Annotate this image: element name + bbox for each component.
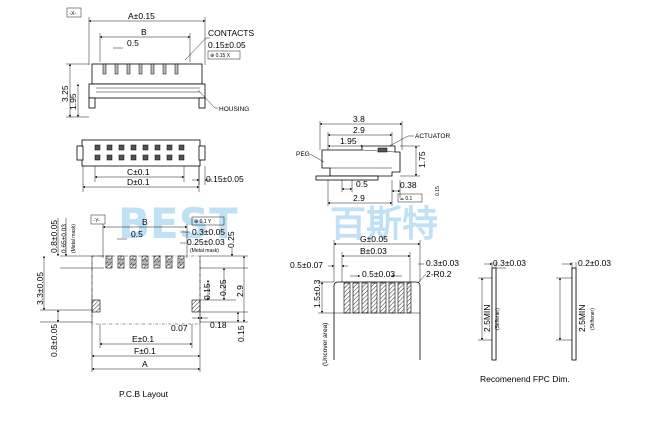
fpc-g: G±0.05 bbox=[360, 234, 388, 244]
pcb-r-018: 0.18 bbox=[210, 320, 227, 330]
pcb-dim-a: A bbox=[142, 359, 148, 369]
pcb-peg-pad-left bbox=[91, 299, 101, 313]
fpc-side-02: 0.2±0.03 bbox=[578, 258, 611, 268]
datum-y-label: -Y- bbox=[94, 218, 101, 224]
fpc-stiff-2: 2.5MIN bbox=[577, 305, 587, 332]
pcb-gdt-y: ⊕ 0.1 Y bbox=[194, 219, 212, 225]
fpc-uncover-dim: 1.5±0.3 bbox=[312, 279, 322, 308]
gdt-x: ⊕ 0.15 X bbox=[210, 53, 231, 59]
height-195: 1.95 bbox=[68, 93, 78, 110]
connector-body-bottom bbox=[81, 139, 201, 167]
pcb-r-015: 0.15 bbox=[202, 283, 212, 300]
bottom-contacts-top bbox=[94, 144, 185, 151]
peg-label: PEG bbox=[296, 151, 310, 158]
pcb-dim-b: B bbox=[142, 217, 148, 227]
side-w-29: 2.9 bbox=[353, 125, 365, 135]
fpc-pitch: 0.5±0.03 bbox=[362, 269, 395, 279]
side-w-38: 3.8 bbox=[353, 114, 365, 124]
pcb-tol-03: 0.3±0.05 bbox=[192, 227, 225, 237]
actuator-label: ACTUATOR bbox=[415, 133, 450, 140]
bottom-view: C±0.1 D±0.1 0.15±0.05 bbox=[76, 139, 244, 192]
pcb-caption: P.C.B Layout bbox=[119, 389, 169, 399]
fpc-stiff-1: 2.5MIN bbox=[482, 305, 492, 332]
pcb-pitch: 0.5 bbox=[131, 229, 143, 239]
fpc-stiffener-2 bbox=[571, 267, 577, 361]
side-d-05: 0.5 bbox=[356, 179, 368, 189]
gdt-x-frame bbox=[207, 50, 241, 60]
front-contacts bbox=[102, 63, 179, 75]
side-view: 3.8 2.9 1.95 ACTUATOR PEG 1.75 0.15 0.5 bbox=[296, 114, 450, 206]
pcb-metal-mask-2: (Metal mask) bbox=[71, 224, 77, 253]
side-small-015: 0.15 bbox=[435, 186, 441, 196]
pcb-inner-pads bbox=[107, 258, 183, 266]
datum-y-box bbox=[90, 214, 106, 225]
pcb-left-08: 0.8±0.05 bbox=[49, 220, 59, 253]
side-h-175: 1.75 bbox=[417, 151, 427, 168]
fpc-fingers bbox=[343, 282, 412, 314]
pcb-layout: -Y- B ⊕ 0.1 Y 0.3±0.05 0.5 0.25±0.03 (Me… bbox=[35, 214, 248, 399]
dim-b: B bbox=[141, 27, 147, 37]
side-gdt-flat: ⌓ 0.1 bbox=[400, 196, 413, 202]
pcb-r-015b: 0.15 bbox=[236, 325, 246, 342]
dim-d: D±0.1 bbox=[127, 177, 150, 187]
pcb-dim-f: F±0.1 bbox=[134, 346, 156, 356]
pcb-r-007: 0.07 bbox=[171, 323, 188, 333]
side-d-29b: 2.9 bbox=[353, 193, 365, 203]
watermark-cjk: 百斯特 bbox=[330, 204, 438, 245]
fpc-stiff-2-note: (Stiffener) bbox=[590, 308, 596, 330]
connector-body-front bbox=[91, 63, 203, 85]
fpc-stiffener-1 bbox=[491, 267, 497, 361]
dim-c: C±0.1 bbox=[127, 167, 150, 177]
side-w-195: 1.95 bbox=[340, 136, 357, 146]
side-d-038: 0.38 bbox=[400, 180, 417, 190]
fpc-right-03: 0.3±0.03 bbox=[426, 258, 459, 268]
tol-015-bottom: 0.15±0.05 bbox=[206, 174, 244, 184]
pcb-metal-mask-1: (Metal mask) bbox=[190, 248, 219, 254]
pcb-peg-pad-right bbox=[191, 299, 201, 313]
pcb-r-025a: 0.25 bbox=[226, 231, 236, 248]
fpc-stiff-1-note: (Stiffener) bbox=[495, 308, 501, 330]
pcb-dim-e: E±0.1 bbox=[132, 334, 154, 344]
pcb-left-065: 0.65±0.03 bbox=[61, 224, 68, 253]
fpc-caption: Recomenend FPC Dim. bbox=[480, 374, 570, 384]
pcb-left-33: 3.3±0.05 bbox=[35, 272, 45, 305]
top-front-view: -X- A±0.15 B 0.5 CONTACTS 0.15±0.05 ⊕ 0.… bbox=[60, 7, 254, 118]
gdt-flat-frame bbox=[397, 193, 423, 203]
pcb-left-08b: 0.8±0.05 bbox=[49, 324, 59, 357]
dim-a: A±0.15 bbox=[128, 11, 155, 21]
pcb-r-025b: 0.25 bbox=[218, 279, 228, 296]
fpc-radius: 2-R0.2 bbox=[426, 269, 452, 279]
datum-x-label: -X- bbox=[70, 11, 77, 17]
fpc-dimension: G±0.05 B±0.03 0.5±0.07 0.5±0.03 0.3±0.03… bbox=[290, 234, 611, 384]
fpc-side-03: 0.3±0.03 bbox=[493, 258, 526, 268]
gdt-y-frame bbox=[191, 216, 225, 226]
fpc-uncover-label: (Uncover area) bbox=[322, 323, 329, 366]
pcb-r-29: 2.9 bbox=[235, 285, 245, 297]
fpc-b: B±0.03 bbox=[360, 246, 387, 256]
housing-label: HOUSING bbox=[219, 106, 249, 113]
datum-x-box bbox=[66, 7, 82, 18]
fpc-left-05: 0.5±0.07 bbox=[290, 260, 323, 270]
watermark: BEST 百斯特 bbox=[118, 199, 438, 248]
housing-front bbox=[88, 83, 206, 99]
pitch-label: 0.5 bbox=[127, 38, 139, 48]
side-body bbox=[321, 145, 401, 177]
watermark-latin: BEST bbox=[118, 199, 238, 248]
pcb-tol-025: 0.25±0.03 bbox=[187, 237, 225, 247]
bottom-contacts-low bbox=[94, 154, 185, 161]
contacts-label: CONTACTS bbox=[208, 28, 254, 38]
contacts-tol: 0.15±0.05 bbox=[208, 40, 246, 50]
height-325: 3.25 bbox=[60, 85, 70, 102]
